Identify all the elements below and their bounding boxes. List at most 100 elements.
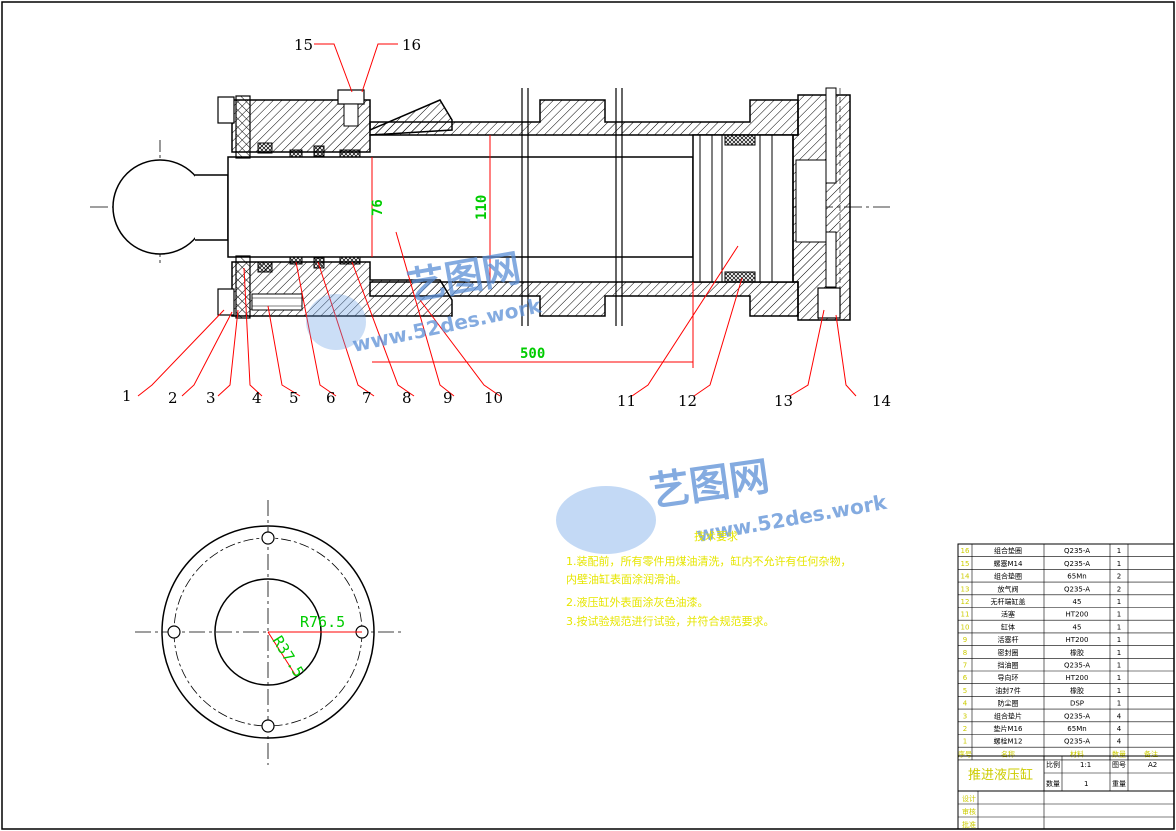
- bom-material: HT200: [1066, 636, 1089, 644]
- bom-name: 螺塞M14: [994, 559, 1023, 568]
- sign-design: 设计: [962, 794, 976, 803]
- bom-name: 螺栓M12: [994, 737, 1023, 746]
- bom-qty: 1: [1117, 611, 1121, 619]
- bom-qty: 4: [1117, 725, 1122, 733]
- bom-qty: 1: [1117, 560, 1121, 568]
- bom-qty: 1: [1117, 547, 1121, 555]
- scale-label: 比例: [1046, 760, 1060, 769]
- sign-approve: 批准: [962, 820, 976, 829]
- callout-14: 14: [872, 392, 891, 410]
- bom-no: 12: [961, 598, 970, 606]
- bom-material: 橡胶: [1070, 686, 1084, 695]
- tech-line-3: 2.液压缸外表面涂灰色油漆。: [566, 595, 709, 609]
- bom-material: Q235-A: [1064, 662, 1090, 670]
- bom-material: 65Mn: [1067, 573, 1086, 581]
- bom-no: 13: [961, 585, 970, 593]
- callout-numbers: 1 2 3 4 5 6 7 8 9 10 11 12 13 14 15 16: [122, 36, 891, 410]
- scale-value: 1:1: [1080, 761, 1091, 769]
- bom-name: 导向环: [998, 673, 1019, 682]
- bom-name: 放气阀: [998, 584, 1019, 593]
- callout-13: 13: [774, 392, 793, 410]
- bom-material: Q235-A: [1064, 712, 1090, 720]
- tech-line-2: 内壁油缸表面涂润滑油。: [566, 572, 687, 586]
- bom-name: 缸体: [1001, 622, 1015, 631]
- callout-3: 3: [206, 389, 216, 407]
- bom-name: 组合垫片: [994, 711, 1022, 720]
- tech-line-4: 3.按试验规范进行试验，并符合规范要求。: [566, 614, 775, 628]
- bom-material: 橡胶: [1070, 648, 1084, 657]
- callout-5: 5: [289, 389, 299, 407]
- bom-no: 11: [961, 611, 970, 619]
- piston-rod: [227, 156, 694, 258]
- callout-9: 9: [443, 389, 453, 407]
- bom-material: Q235-A: [1064, 547, 1090, 555]
- dim-bore-110: 110: [474, 195, 490, 220]
- callout-6: 6: [326, 389, 336, 407]
- bom-material: Q235-A: [1064, 585, 1090, 593]
- bom-qty: 1: [1117, 662, 1121, 670]
- bom-no: 1: [963, 738, 967, 746]
- sign-review: 审核: [962, 807, 976, 816]
- piston: [692, 134, 794, 283]
- tech-line-1: 1.装配前，所有零件用煤油清洗，缸内不允许有任何杂物，: [566, 554, 852, 568]
- bom-name: 油封7件: [995, 686, 1020, 695]
- callout-2: 2: [168, 389, 178, 407]
- bom-qty: 1: [1117, 636, 1121, 644]
- bom-material: HT200: [1066, 611, 1089, 619]
- bom-no: 6: [963, 674, 968, 682]
- callout-16: 16: [402, 36, 421, 54]
- bom-name: 无杆端缸盖: [991, 597, 1026, 606]
- callout-1: 1: [122, 387, 132, 405]
- bom-material: Q235-A: [1064, 560, 1090, 568]
- bom-qty: 1: [1117, 623, 1121, 631]
- dwg-label: 图号: [1112, 761, 1126, 769]
- bom-material: Q235-A: [1064, 738, 1090, 746]
- end-view: R76.5 R37.5: [135, 500, 405, 765]
- bom-material: 45: [1073, 598, 1082, 606]
- bom-no: 16: [961, 547, 970, 555]
- bom-material: 45: [1073, 623, 1082, 631]
- bom-no: 9: [963, 636, 967, 644]
- dim-stroke-500: 500: [520, 346, 545, 362]
- bom-qty: 4: [1117, 738, 1122, 746]
- bom-no: 8: [963, 649, 967, 657]
- dim-r37: R37.5: [269, 633, 308, 681]
- bom-name-header: 名称: [1001, 749, 1015, 758]
- bom-name: 挡油圈: [998, 661, 1019, 670]
- bom-material: HT200: [1066, 674, 1089, 682]
- bom-material: 65Mn: [1067, 725, 1086, 733]
- dwg-value: A2: [1148, 761, 1157, 769]
- callout-8: 8: [402, 389, 412, 407]
- bom-note-header: 备注: [1144, 749, 1158, 758]
- bom-qty: 1: [1117, 649, 1121, 657]
- bom-qty-header: 数量: [1112, 749, 1126, 758]
- bom-no: 2: [963, 725, 967, 733]
- dim-bore-76: 76: [370, 199, 386, 216]
- bom-qty: 2: [1117, 585, 1121, 593]
- drawing-title: 推进液压缸: [968, 767, 1033, 783]
- callout-12: 12: [678, 392, 697, 410]
- bom-name: 活塞: [1001, 610, 1015, 619]
- callout-4: 4: [252, 389, 262, 407]
- bom-no: 15: [961, 560, 970, 568]
- bom-qty: 1: [1117, 674, 1121, 682]
- bom-qty: 1: [1117, 700, 1121, 708]
- bom-no: 10: [961, 623, 970, 631]
- bom-no: 5: [963, 687, 967, 695]
- watermark-logo-2: 艺图网: [647, 454, 772, 516]
- callout-7: 7: [362, 389, 372, 407]
- bom-qty: 1: [1117, 687, 1121, 695]
- barrel-top: [369, 99, 799, 136]
- bom-qty: 4: [1117, 712, 1122, 720]
- bom-material: DSP: [1070, 700, 1084, 708]
- count-label: 数量: [1046, 779, 1060, 788]
- technical-requirements: 技术要求 1.装配前，所有零件用煤油清洗，缸内不允许有任何杂物， 内壁油缸表面涂…: [566, 530, 852, 628]
- bom-no: 3: [963, 712, 967, 720]
- bom-no: 14: [961, 573, 970, 581]
- bom-no: 4: [963, 700, 968, 708]
- tech-title: 技术要求: [694, 530, 738, 543]
- bom-no: 7: [963, 662, 967, 670]
- dimensions: 76 110 500: [370, 135, 694, 368]
